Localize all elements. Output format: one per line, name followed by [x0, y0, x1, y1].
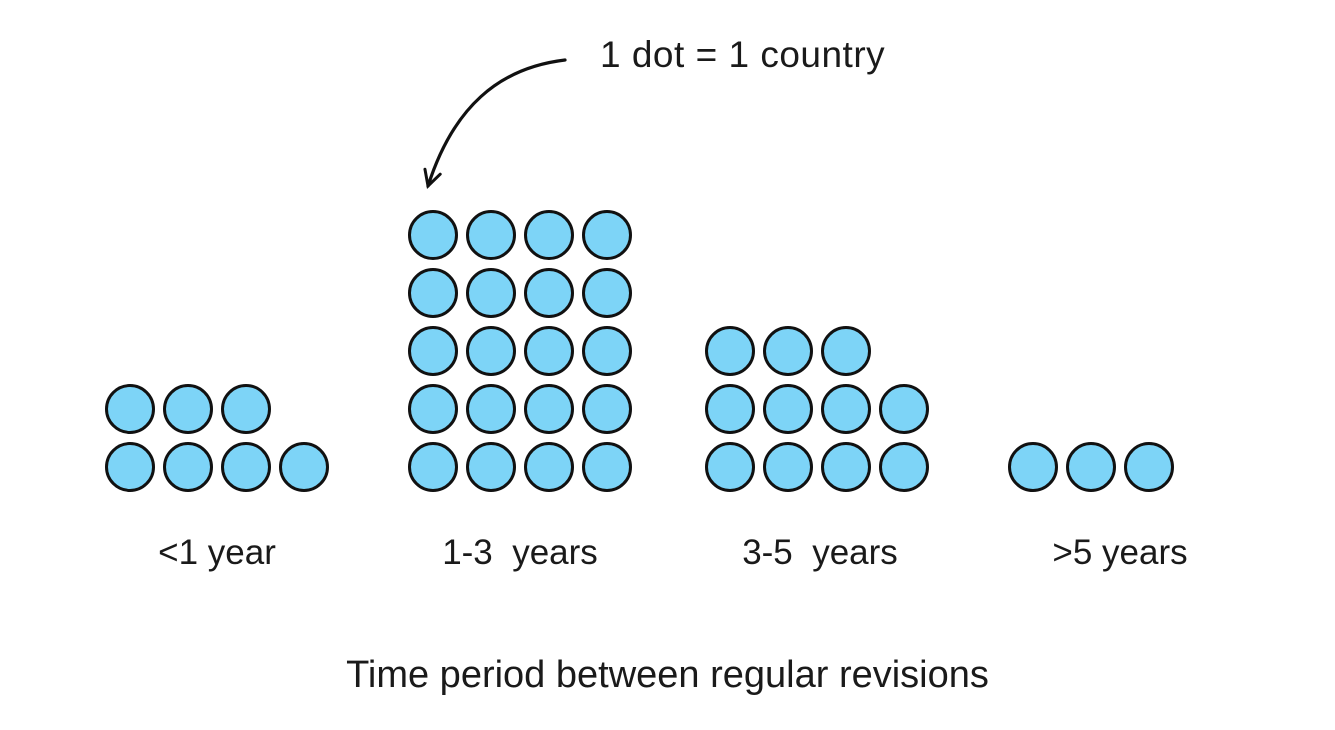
- dot-row: [408, 326, 632, 376]
- country-dot: [705, 442, 755, 492]
- country-dot: [879, 442, 929, 492]
- country-dot: [408, 268, 458, 318]
- country-dot: [524, 384, 574, 434]
- country-dot: [524, 210, 574, 260]
- country-dot: [705, 326, 755, 376]
- dot-group: [705, 326, 929, 492]
- dot-group: [1008, 442, 1174, 492]
- country-dot: [408, 442, 458, 492]
- dot-row: [408, 384, 632, 434]
- country-dot: [524, 326, 574, 376]
- country-dot: [105, 442, 155, 492]
- country-dot: [705, 384, 755, 434]
- country-dot: [582, 210, 632, 260]
- country-dot: [582, 384, 632, 434]
- dot-row: [105, 384, 271, 434]
- dot-row: [105, 442, 329, 492]
- country-dot: [524, 442, 574, 492]
- country-dot: [279, 442, 329, 492]
- country-dot: [524, 268, 574, 318]
- dot-group: [105, 384, 329, 492]
- country-dot: [582, 268, 632, 318]
- dot-row: [1008, 442, 1174, 492]
- country-dot: [1008, 442, 1058, 492]
- country-dot: [466, 384, 516, 434]
- dot-row: [408, 268, 632, 318]
- country-dot: [1066, 442, 1116, 492]
- country-dot: [105, 384, 155, 434]
- country-dot: [821, 384, 871, 434]
- country-dot: [163, 384, 213, 434]
- category-label-1-3-years: 1-3 years: [442, 533, 598, 572]
- country-dot: [582, 442, 632, 492]
- country-dot: [466, 326, 516, 376]
- country-dot: [466, 210, 516, 260]
- country-dot: [763, 442, 813, 492]
- country-dot: [221, 384, 271, 434]
- dot-row: [705, 442, 929, 492]
- dot-row: [408, 442, 632, 492]
- country-dot: [466, 268, 516, 318]
- country-dot: [582, 326, 632, 376]
- dot-row: [705, 384, 929, 434]
- country-dot: [879, 384, 929, 434]
- country-dot: [1124, 442, 1174, 492]
- country-dot: [221, 442, 271, 492]
- dot-groups-area: [105, 210, 1174, 492]
- country-dot: [763, 326, 813, 376]
- category-label-gt-5-years: >5 years: [1052, 533, 1188, 572]
- dot-group: [408, 210, 632, 492]
- country-dot: [408, 326, 458, 376]
- country-dot: [821, 442, 871, 492]
- category-label-3-5-years: 3-5 years: [742, 533, 898, 572]
- annotation-arrow-icon: [423, 58, 567, 190]
- chart-title: Time period between regular revisions: [346, 654, 989, 696]
- country-dot: [163, 442, 213, 492]
- country-dot: [466, 442, 516, 492]
- country-dot: [821, 326, 871, 376]
- category-label-lt-1-year: <1 year: [158, 533, 276, 572]
- country-dot: [408, 384, 458, 434]
- dot-row: [408, 210, 632, 260]
- legend-annotation-label: 1 dot = 1 country: [600, 34, 886, 75]
- dot-row: [705, 326, 871, 376]
- country-dot: [408, 210, 458, 260]
- country-dot: [763, 384, 813, 434]
